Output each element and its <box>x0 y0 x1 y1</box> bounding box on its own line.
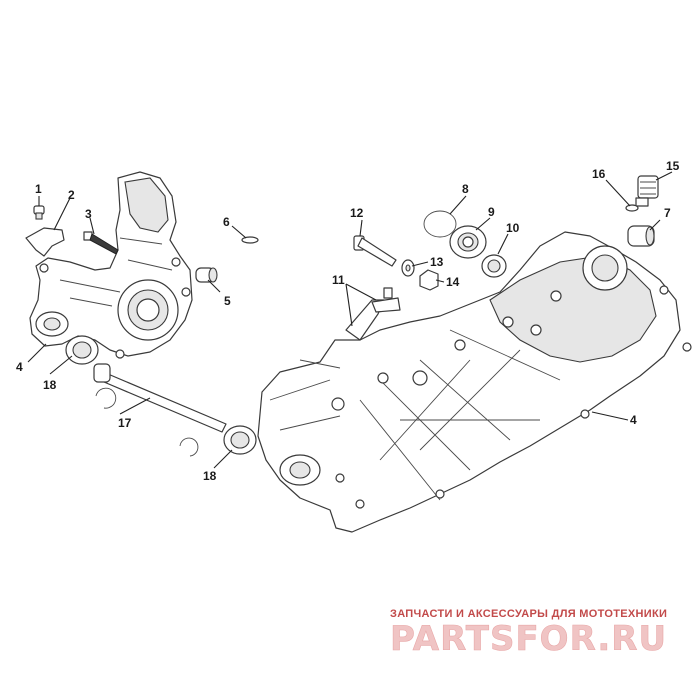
callout-7: 7 <box>664 206 671 220</box>
callout-14: 14 <box>446 275 460 289</box>
washer-13 <box>401 259 415 277</box>
oil-drain-plug-15 <box>635 175 659 207</box>
watermark-tagline: ЗАПЧАСТИ И АКСЕССУАРЫ ДЛЯ МОТОТЕХНИКИ <box>390 608 667 620</box>
callout-12: 12 <box>350 206 364 220</box>
callout-labels: 1 2 3 4 5 6 7 8 9 10 11 12 13 14 15 16 4… <box>16 159 680 483</box>
watermark: ЗАПЧАСТИ И АКСЕССУАРЫ ДЛЯ МОТОТЕХНИКИ PA… <box>390 608 667 659</box>
bushing-7 <box>627 225 655 247</box>
o-ring-16 <box>625 204 639 212</box>
callout-18-upper: 18 <box>43 378 57 392</box>
callout-3: 3 <box>85 207 92 221</box>
callout-9: 9 <box>488 205 495 219</box>
callout-15: 15 <box>666 159 680 173</box>
callout-13: 13 <box>430 255 444 269</box>
callout-17: 17 <box>118 416 132 430</box>
right-crankcase-half <box>257 231 692 533</box>
circlip-right-17 <box>179 437 199 457</box>
callout-4-right: 4 <box>630 413 637 427</box>
callout-8: 8 <box>462 182 469 196</box>
shaft-17 <box>93 363 227 433</box>
bearing-18-upper <box>65 335 99 365</box>
plug-12 <box>353 235 397 267</box>
clip-plate-2 <box>25 227 65 257</box>
left-crankcase-half <box>29 171 193 359</box>
callout-4-left: 4 <box>16 360 23 374</box>
callout-16: 16 <box>592 167 606 181</box>
nut-14 <box>419 269 439 291</box>
callout-6: 6 <box>223 215 230 229</box>
bearing-9 <box>449 225 487 259</box>
callout-1: 1 <box>35 182 42 196</box>
breather-fitting-11 <box>345 287 401 341</box>
dowel-pin-5 <box>195 267 218 283</box>
oil-seal-10 <box>481 254 507 278</box>
callout-18-lower: 18 <box>203 469 217 483</box>
callout-10: 10 <box>506 221 520 235</box>
circlip-8 <box>423 210 457 238</box>
screw-1 <box>33 205 45 220</box>
bearing-18-lower <box>223 425 257 455</box>
callout-11: 11 <box>332 273 345 287</box>
leader-lines <box>27 171 673 469</box>
watermark-logo: PARTSFOR.RU <box>390 619 667 659</box>
callout-2: 2 <box>68 188 75 202</box>
bolt-3 <box>83 231 119 255</box>
seal-6 <box>241 236 259 244</box>
circlip-left-17 <box>95 387 117 409</box>
callout-5: 5 <box>224 294 231 308</box>
